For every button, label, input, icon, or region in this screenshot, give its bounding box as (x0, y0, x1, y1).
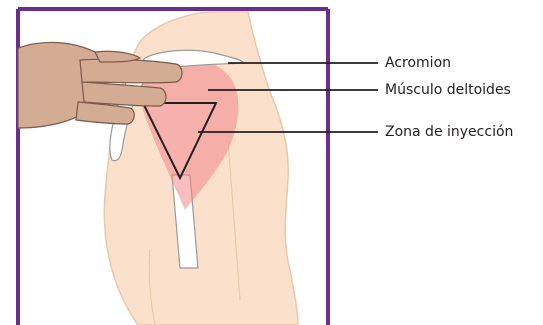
acromion-label: Acromion (385, 55, 451, 71)
deltoid-muscle-label: Músculo deltoides (385, 82, 511, 98)
thumb (95, 51, 140, 62)
finger-index (80, 59, 182, 83)
injection-zone-label: Zona de inyección (385, 124, 513, 140)
